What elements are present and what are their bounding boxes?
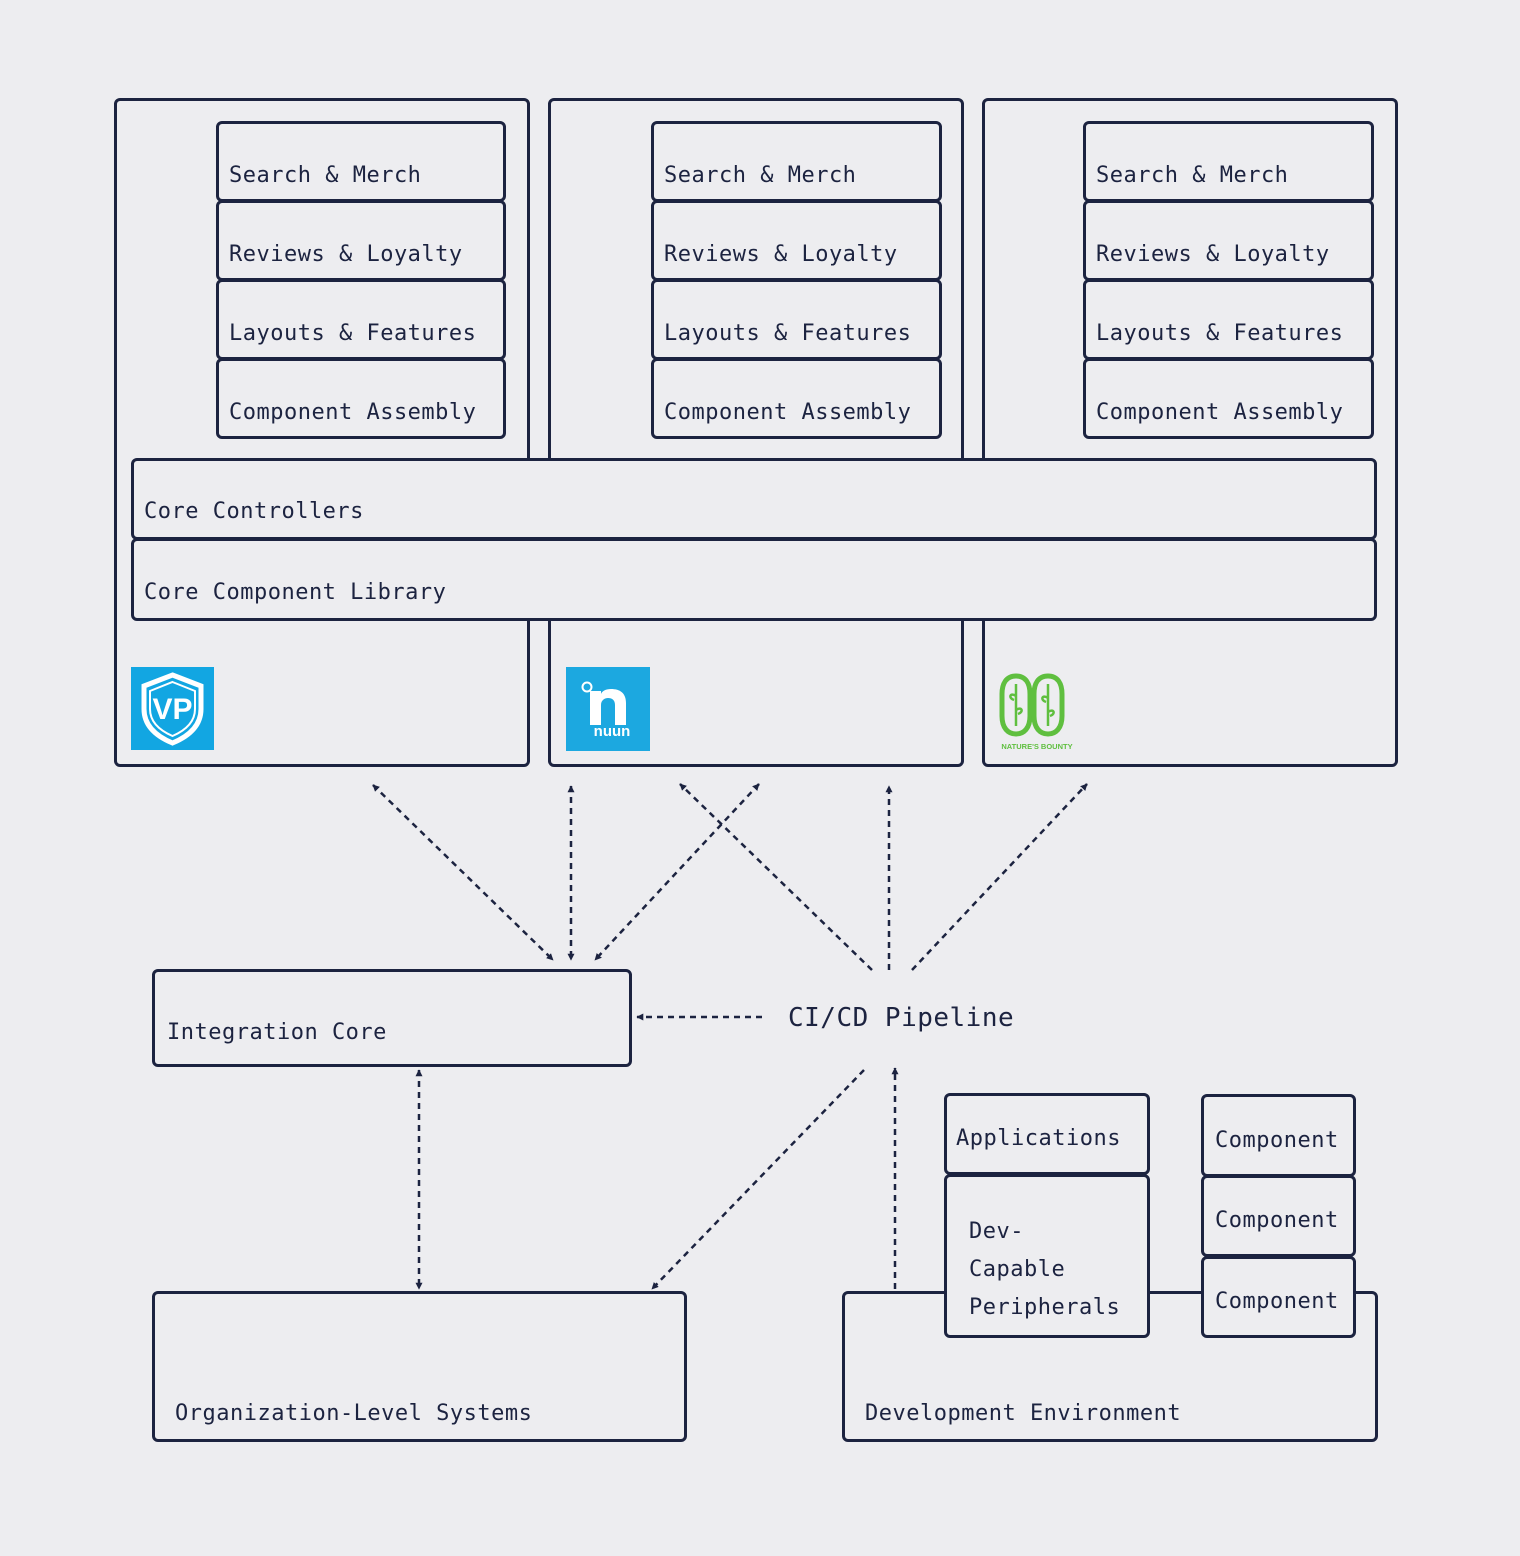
module-layouts-features: Layouts & Features bbox=[651, 279, 942, 360]
module-label: Reviews & Loyalty bbox=[1096, 242, 1330, 267]
module-label: Search & Merch bbox=[664, 163, 857, 188]
integration-core: Integration Core bbox=[152, 969, 632, 1067]
module-label: Component Assembly bbox=[1096, 400, 1344, 425]
module-label: Search & Merch bbox=[229, 163, 422, 188]
brand-panel-natures-bounty bbox=[982, 98, 1398, 767]
core-library-label: Core Component Library bbox=[144, 580, 447, 605]
module-label: Component Assembly bbox=[664, 400, 912, 425]
peripherals-label: Dev- Capable Peripherals bbox=[969, 1219, 1121, 1320]
nuun-logo-text: nuun bbox=[594, 723, 631, 740]
arrow-cicd-natures-bounty bbox=[911, 783, 1088, 971]
cicd-pipeline-label: CI/CD Pipeline bbox=[788, 1003, 1015, 1033]
component-box: Component bbox=[1201, 1256, 1356, 1338]
dev-capable-peripherals-box: Dev- Capable Peripherals bbox=[944, 1174, 1150, 1338]
arrow-cicd-nuun bbox=[679, 783, 873, 971]
org-systems-label: Organization-Level Systems bbox=[175, 1401, 533, 1426]
module-search-merch: Search & Merch bbox=[651, 121, 942, 202]
core-controllers-label: Core Controllers bbox=[144, 499, 364, 524]
component-label: Component bbox=[1215, 1289, 1339, 1314]
dev-env-label: Development Environment bbox=[865, 1401, 1182, 1426]
module-layouts-features: Layouts & Features bbox=[216, 279, 506, 360]
core-component-library: Core Component Library bbox=[131, 538, 1377, 621]
component-label: Component bbox=[1215, 1128, 1339, 1153]
arrow-nuun-integration-diagonal bbox=[594, 783, 760, 961]
module-search-merch: Search & Merch bbox=[1083, 121, 1374, 202]
module-reviews-loyalty: Reviews & Loyalty bbox=[1083, 200, 1374, 281]
applications-label: Applications bbox=[956, 1126, 1121, 1151]
module-label: Layouts & Features bbox=[664, 321, 912, 346]
module-layouts-features: Layouts & Features bbox=[1083, 279, 1374, 360]
integration-core-label: Integration Core bbox=[167, 1020, 387, 1045]
brand-panel-vp bbox=[114, 98, 530, 767]
module-label: Reviews & Loyalty bbox=[229, 242, 463, 267]
module-component-assembly: Component Assembly bbox=[1083, 358, 1374, 439]
module-label: Component Assembly bbox=[229, 400, 477, 425]
vp-logo-text: VP bbox=[152, 693, 192, 726]
component-box: Component bbox=[1201, 1094, 1356, 1177]
component-label: Component bbox=[1215, 1208, 1339, 1233]
applications-box: Applications bbox=[944, 1093, 1150, 1175]
vp-logo: VP bbox=[131, 667, 214, 750]
natures-bounty-logo-text: NATURE'S BOUNTY bbox=[1001, 742, 1072, 751]
nuun-logo: nuun bbox=[566, 667, 650, 751]
arrow-cicd-org bbox=[651, 1069, 865, 1290]
module-search-merch: Search & Merch bbox=[216, 121, 506, 202]
organization-level-systems: Organization-Level Systems bbox=[152, 1291, 687, 1442]
module-component-assembly: Component Assembly bbox=[651, 358, 942, 439]
arrow-vp-integration bbox=[372, 784, 554, 961]
module-label: Layouts & Features bbox=[229, 321, 477, 346]
module-label: Layouts & Features bbox=[1096, 321, 1344, 346]
module-label: Search & Merch bbox=[1096, 163, 1289, 188]
module-label: Reviews & Loyalty bbox=[664, 242, 898, 267]
component-box: Component bbox=[1201, 1175, 1356, 1257]
module-component-assembly: Component Assembly bbox=[216, 358, 506, 439]
brand-panel-nuun bbox=[548, 98, 964, 767]
core-controllers: Core Controllers bbox=[131, 458, 1377, 540]
natures-bounty-logo: NATURE'S BOUNTY bbox=[994, 664, 1084, 754]
